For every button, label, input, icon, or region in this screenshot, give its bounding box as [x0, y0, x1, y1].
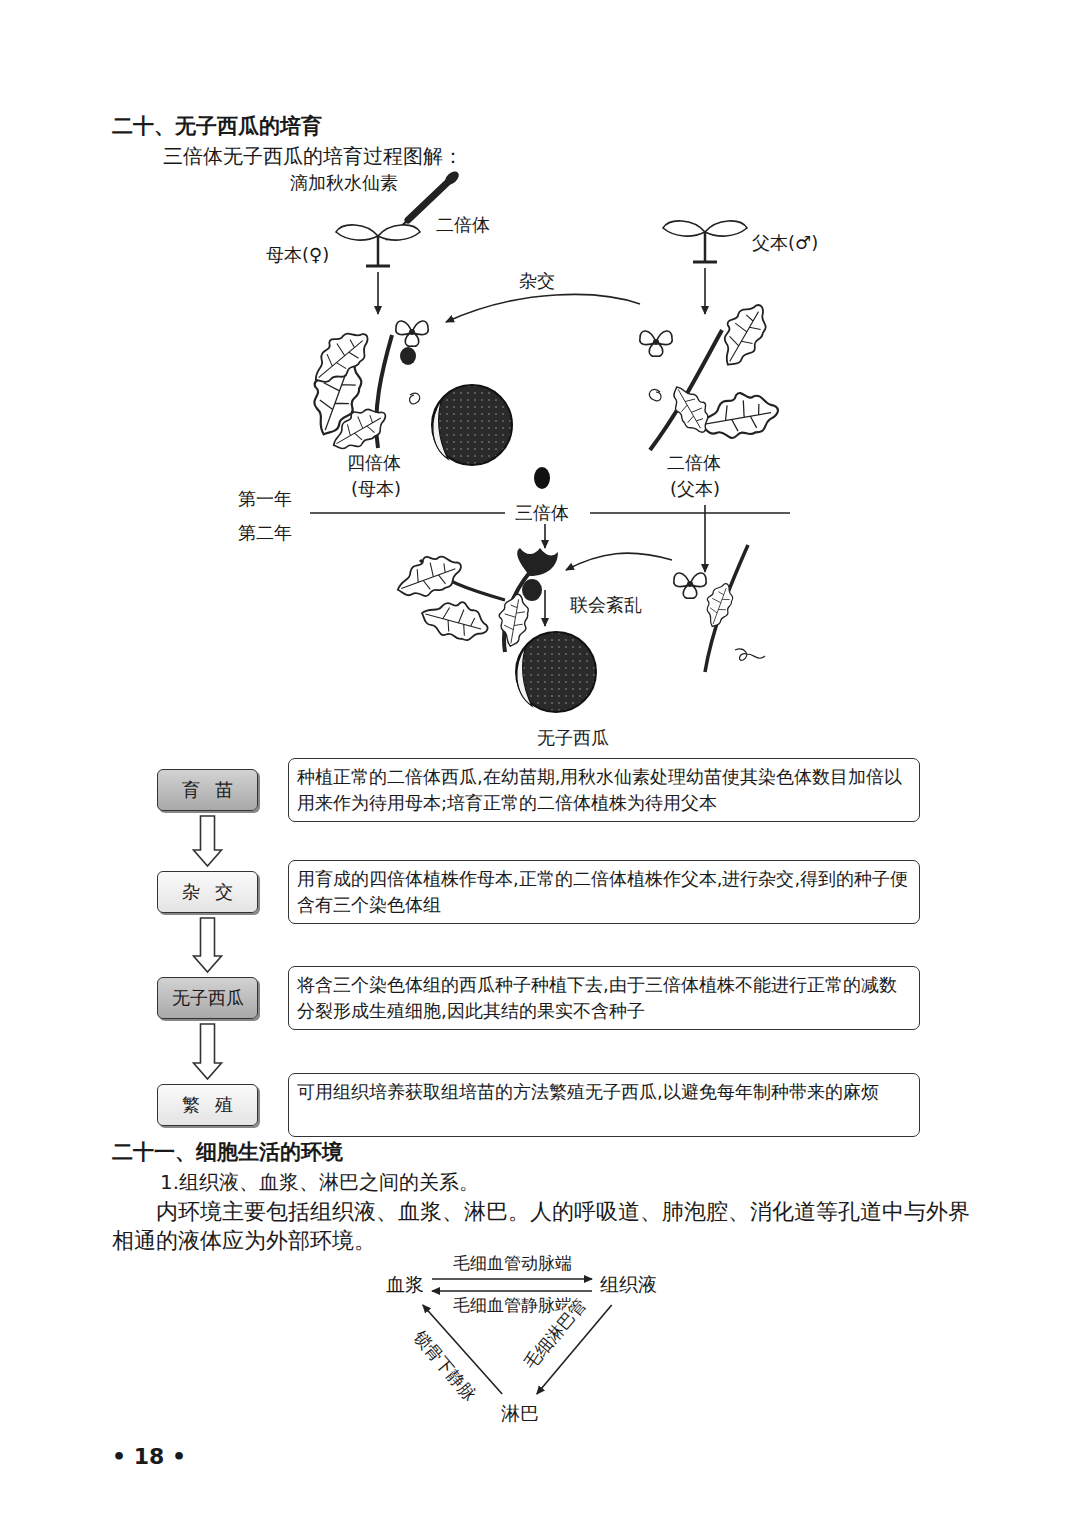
triploid-plant	[391, 547, 558, 652]
hollow-arrow	[194, 816, 222, 866]
node-text: 将含三个染色体组的西瓜种子种植下去,由于三倍体植株不能进行正常的减数分裂形成生殖…	[297, 972, 911, 1024]
callout-label: 父本(♂)	[752, 232, 818, 254]
callout-label: (父本)	[670, 478, 720, 500]
node-text: 淋巴	[501, 1401, 539, 1427]
year-label: 第二年	[238, 522, 292, 544]
callout-label: 母本(♀)	[266, 244, 329, 266]
description-box: 可用组织培养获取组培苗的方法繁殖无子西瓜,以避免每年制种带来的麻烦	[288, 1073, 920, 1137]
description-box: 用育成的四倍体植株作母本,正常的二倍体植株作父本,进行杂交,得到的种子便含有三个…	[288, 860, 920, 924]
node-text: 繁殖	[168, 1093, 247, 1117]
node-text: 可用组织培养获取组培苗的方法繁殖无子西瓜,以避免每年制种带来的麻烦	[297, 1079, 911, 1105]
seed	[534, 467, 550, 489]
hollow-arrow	[194, 918, 222, 972]
year-label: 第一年	[238, 488, 292, 510]
page-number: • 18 •	[112, 1444, 186, 1470]
node-text: 用育成的四倍体植株作母本,正常的二倍体植株作父本,进行杂交,得到的种子便含有三个…	[297, 866, 911, 918]
process-label: 联会紊乱	[570, 594, 642, 616]
step-tag: 杂交	[157, 871, 258, 913]
flow-arrow	[432, 1290, 592, 1292]
process-arrows	[310, 268, 790, 626]
node-text: 育苗	[168, 778, 247, 802]
body-paragraph: 内环境主要包括组织液、血浆、淋巴。人的呼吸道、肺泡腔、消化道等孔道中与外界相通的…	[112, 1198, 978, 1255]
fluid-node: 淋巴	[498, 1399, 542, 1429]
diploid-plant	[674, 545, 765, 672]
process-label: 杂交	[519, 270, 555, 292]
flow-arrow	[432, 1278, 592, 1280]
seedling	[663, 221, 747, 262]
step-tag: 无子西瓜	[157, 977, 258, 1019]
node-text: 无子西瓜	[172, 986, 244, 1010]
callout-label: 无子西瓜	[537, 727, 609, 749]
caption-line: 三倍体无子西瓜的培育过程图解：	[163, 144, 463, 168]
callout-label: 滴加秋水仙素	[290, 172, 398, 194]
step-tag: 育苗	[157, 769, 258, 811]
node-text: 杂交	[168, 880, 247, 904]
fluid-node: 血浆	[383, 1270, 427, 1300]
fluid-node: 组织液	[597, 1270, 660, 1300]
description-box: 将含三个染色体组的西瓜种子种植下去,由于三倍体植株不能进行正常的减数分裂形成生殖…	[288, 966, 920, 1030]
edge-label: 毛细血管静脉端	[451, 1296, 574, 1316]
subheading: 1.组织液、血浆、淋巴之间的关系。	[160, 1170, 479, 1194]
callout-label: 二倍体	[667, 452, 721, 474]
section-heading: 二十一、细胞生活的环境	[112, 1140, 343, 1165]
callout-label: 四倍体	[347, 452, 401, 474]
callout-label: 二倍体	[436, 214, 490, 236]
tetraploid-plant	[299, 320, 428, 457]
node-text: 组织液	[600, 1272, 657, 1298]
diploid-plant	[640, 296, 782, 450]
heading: 二十、无子西瓜的培育	[112, 114, 322, 139]
edge-label: 锁骨下静脉	[408, 1325, 480, 1406]
node-text: 种植正常的二倍体西瓜,在幼苗期,用秋水仙素处理幼苗使其染色体数目加倍以用来作为待…	[297, 764, 911, 816]
hollow-arrow	[194, 1024, 222, 1079]
seedless-watermelon	[516, 632, 596, 712]
description-box: 种植正常的二倍体西瓜,在幼苗期,用秋水仙素处理幼苗使其染色体数目加倍以用来作为待…	[288, 758, 920, 822]
node-text: 血浆	[386, 1272, 424, 1298]
edge-label: 毛细血管动脉端	[451, 1254, 574, 1274]
callout-label: (母本)	[351, 478, 401, 500]
seedling	[336, 225, 420, 266]
watermelon	[432, 385, 512, 465]
callout-label: 三倍体	[512, 502, 572, 524]
step-tag: 繁殖	[157, 1084, 258, 1126]
